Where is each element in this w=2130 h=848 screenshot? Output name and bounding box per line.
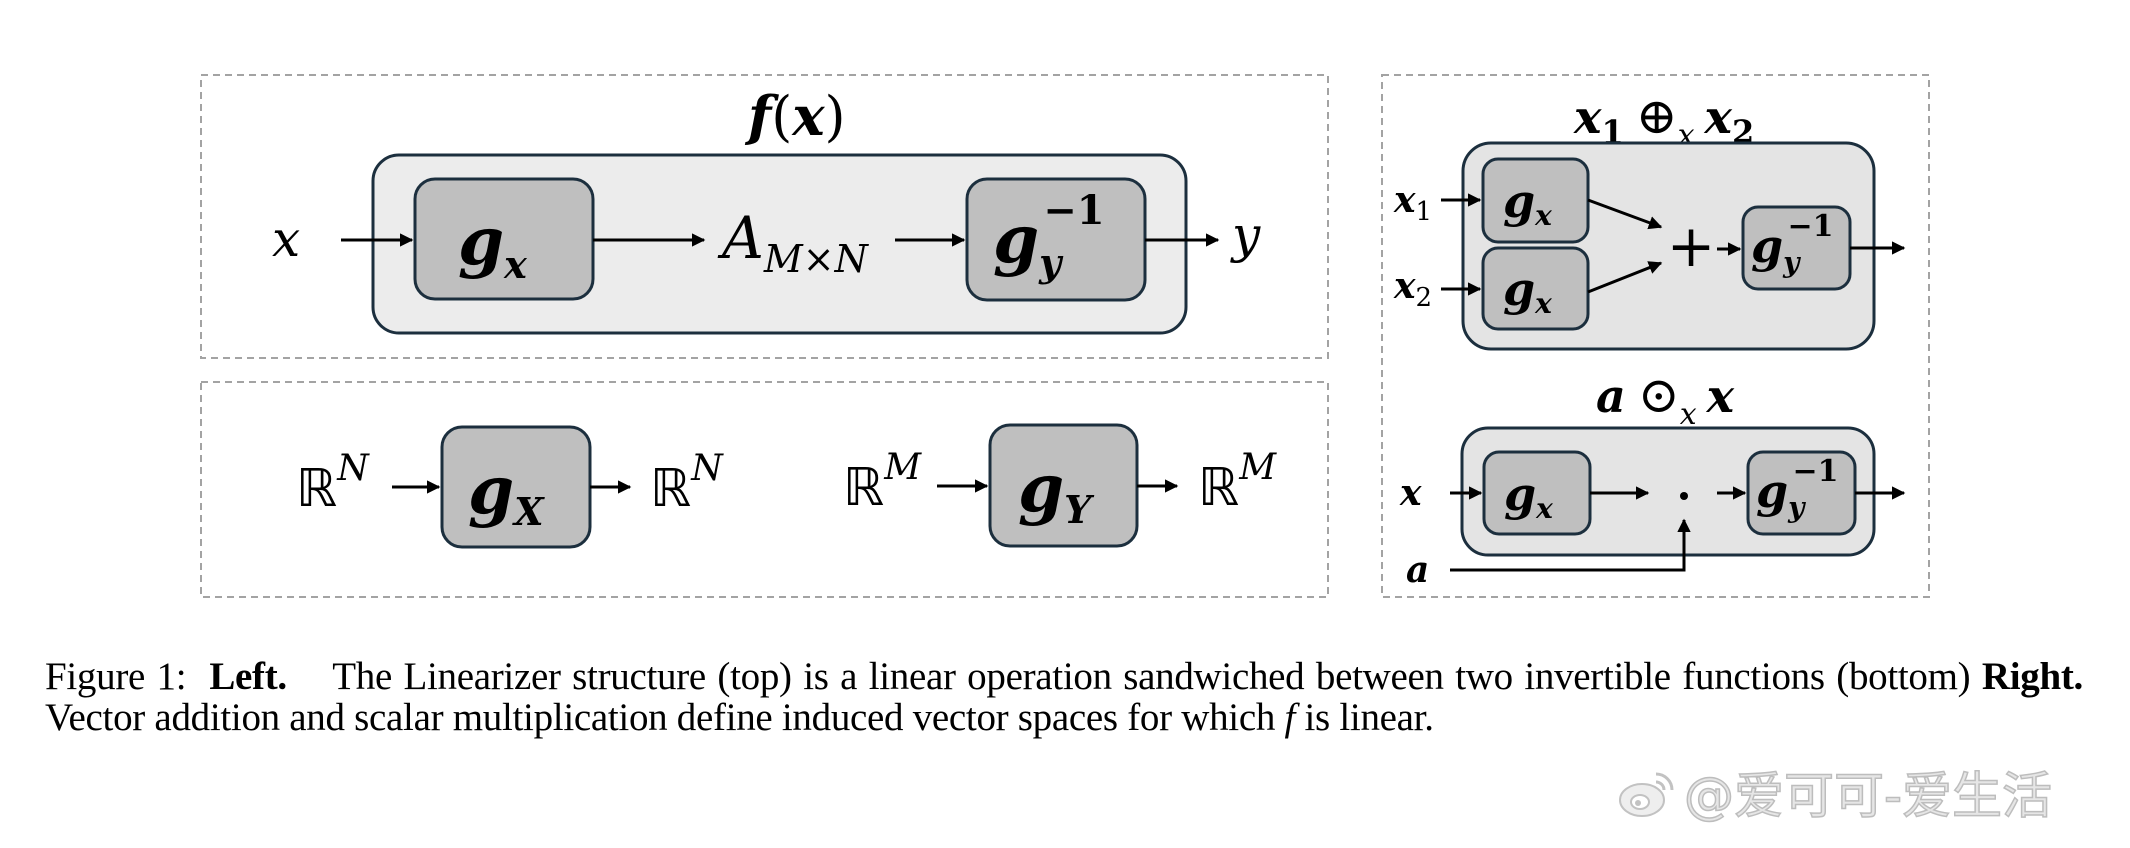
block-gx-label: gx xyxy=(458,202,528,287)
output-label-y: y xyxy=(1230,206,1261,264)
figure-caption: Figure 1: Left. The Linearizer structure… xyxy=(45,656,2083,738)
dashed-frame-top-left xyxy=(200,74,1329,359)
caption-label: Figure 1: xyxy=(45,655,187,698)
domain-label-rm-in: ℝM xyxy=(843,447,922,518)
block-gx-2-label: gx xyxy=(1503,262,1552,320)
panel-linearizer-structure: f(x) x gx AM×N gy−1 y xyxy=(200,74,1329,359)
matrix-label: AM×N xyxy=(717,204,870,281)
caption-math-f: f xyxy=(1284,696,1296,739)
dot-operator xyxy=(1680,492,1688,500)
block-gx-1-label: gx xyxy=(1503,174,1552,232)
linearizer-figure: f(x) x gx AM×N gy−1 y ℝN gX xyxy=(200,74,1930,598)
block-gy-inverse-addition-label: gy−1 xyxy=(1751,209,1833,279)
caption-left-heading: Left. xyxy=(209,655,287,698)
plus-operator: + xyxy=(1667,212,1716,280)
domain-label-rn-out: ℝN xyxy=(650,448,724,519)
caption-right-text: Vector addition and scalar multiplicatio… xyxy=(45,696,1276,739)
arrow-gx2-to-plus xyxy=(1587,261,1663,294)
block-gX-label: gX xyxy=(468,451,545,534)
caption-tail: is linear. xyxy=(1304,696,1434,739)
input-label-x2: x2 xyxy=(1393,265,1432,313)
watermark-text: @爱可可-爱生活 xyxy=(1683,766,2053,826)
domain-label-rm-out: ℝM xyxy=(1198,447,1277,518)
block-gy-inverse-label: gy−1 xyxy=(993,187,1105,285)
weibo-icon xyxy=(1619,772,1674,817)
domain-label-rn-in: ℝN xyxy=(296,448,370,519)
block-gY-label: gY xyxy=(1018,449,1095,532)
input-label-x1: x1 xyxy=(1393,179,1432,227)
block-gx-2 xyxy=(1481,246,1590,331)
caption-left-text: The Linearizer structure (top) is a line… xyxy=(332,655,1971,698)
panel-invertible-functions: ℝN gX ℝN ℝM gY ℝM xyxy=(200,381,1329,598)
title-f-of-x: f(x) xyxy=(744,84,846,148)
dashed-frame-bottom-left xyxy=(200,381,1329,598)
block-gx-scalar-label: gx xyxy=(1504,467,1553,525)
block-gy-inverse-scalar-label: gy−1 xyxy=(1756,454,1838,524)
input-label-x: x xyxy=(1399,472,1422,514)
arrow-gx1-to-plus xyxy=(1587,198,1663,230)
dashed-frame-right xyxy=(1381,74,1930,598)
watermark: @爱可可-爱生活 xyxy=(1618,762,2053,826)
caption-right-heading: Right. xyxy=(1981,655,2083,698)
input-label-x: x xyxy=(272,210,300,268)
arrow-a-to-dot xyxy=(1450,518,1691,572)
scalar-label-a: a xyxy=(1406,549,1429,591)
